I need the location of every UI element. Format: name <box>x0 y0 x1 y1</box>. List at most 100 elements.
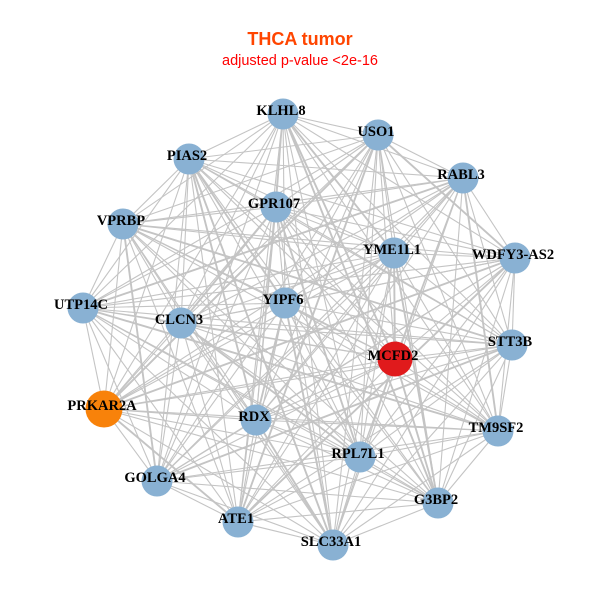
edge-PRKAR2A-G3BP2 <box>103 408 439 504</box>
edge-GOLGA4-G3BP2 <box>156 480 439 504</box>
node-GPR107[interactable] <box>260 191 292 223</box>
edge-PIAS2-RABL3 <box>188 158 464 179</box>
edge-KLHL8-STT3B <box>282 113 513 346</box>
edge-VPRBP-UTP14C <box>82 223 124 309</box>
edge-STT3B-G3BP2 <box>437 344 513 504</box>
edge-WDFY3-AS2-UTP14C <box>82 257 516 309</box>
node-USO1[interactable] <box>362 119 394 151</box>
edge-GPR107-PRKAR2A <box>103 206 277 410</box>
edge-GPR107-G3BP2 <box>275 206 439 504</box>
node-PIAS2[interactable] <box>173 143 205 175</box>
edge-RABL3-WDFY3-AS2 <box>462 177 516 259</box>
edge-KLHL8-YME1L1 <box>282 113 395 254</box>
node-KLHL8[interactable] <box>267 98 299 130</box>
node-YME1L1[interactable] <box>378 237 410 269</box>
node-SLC33A1[interactable] <box>317 529 349 561</box>
edge-PIAS2-YME1L1 <box>188 158 395 254</box>
edge-STT3B-MCFD2 <box>394 344 513 360</box>
edge-G3BP2-ATE1 <box>237 502 439 523</box>
node-WDFY3-AS2[interactable] <box>499 242 531 274</box>
edge-YME1L1-WDFY3-AS2 <box>393 252 516 259</box>
edge-STT3B-GOLGA4 <box>156 344 513 482</box>
edge-YIPF6-GOLGA4 <box>156 302 286 482</box>
edge-MCFD2-PRKAR2A <box>103 358 396 410</box>
edge-PIAS2-UTP14C <box>82 158 190 309</box>
edge-PRKAR2A-TM9SF2 <box>103 408 499 432</box>
edge-RABL3-YME1L1 <box>393 177 464 254</box>
edge-CLCN3-PRKAR2A <box>103 322 182 410</box>
edge-USO1-RABL3 <box>377 134 464 179</box>
edge-KLHL8-UTP14C <box>82 113 284 309</box>
edge-CLCN3-MCFD2 <box>180 322 396 360</box>
edge-YIPF6-SLC33A1 <box>284 302 334 546</box>
edge-USO1-VPRBP <box>122 134 379 225</box>
edge-MCFD2-G3BP2 <box>394 358 439 504</box>
edge-PIAS2-WDFY3-AS2 <box>188 158 516 259</box>
edge-GPR107-VPRBP <box>122 206 277 225</box>
node-RABL3[interactable] <box>447 162 479 194</box>
edge-KLHL8-PIAS2 <box>188 113 284 160</box>
edge-CLCN3-RPL7L1 <box>180 322 361 458</box>
edge-YME1L1-MCFD2 <box>393 252 396 360</box>
node-CLCN3[interactable] <box>165 307 197 339</box>
edge-YME1L1-RPL7L1 <box>359 252 395 458</box>
edge-STT3B-RDX <box>255 344 513 421</box>
node-UTP14C[interactable] <box>67 292 99 324</box>
edge-KLHL8-USO1 <box>282 113 379 136</box>
node-RDX[interactable] <box>240 404 272 436</box>
edge-RDX-TM9SF2 <box>255 419 499 432</box>
node-VPRBP[interactable] <box>107 208 139 240</box>
edge-YME1L1-UTP14C <box>82 252 395 309</box>
edge-CLCN3-RDX <box>180 322 257 421</box>
edge-GPR107-SLC33A1 <box>275 206 334 546</box>
edge-YIPF6-RDX <box>255 302 286 421</box>
edge-YIPF6-CLCN3 <box>180 302 286 324</box>
edge-UTP14C-SLC33A1 <box>82 307 334 546</box>
nodes-layer <box>67 98 531 561</box>
edge-GPR107-GOLGA4 <box>156 206 277 482</box>
edge-USO1-TM9SF2 <box>377 134 499 432</box>
edge-PIAS2-MCFD2 <box>188 158 396 360</box>
edge-TM9SF2-SLC33A1 <box>332 430 499 546</box>
edge-PRKAR2A-SLC33A1 <box>103 408 334 546</box>
edge-MCFD2-ATE1 <box>237 358 396 523</box>
edge-RABL3-VPRBP <box>122 177 464 225</box>
node-ATE1[interactable] <box>222 506 254 538</box>
edges-layer <box>82 113 516 546</box>
edge-VPRBP-G3BP2 <box>122 223 439 504</box>
edge-YIPF6-PRKAR2A <box>103 302 286 410</box>
edge-ATE1-SLC33A1 <box>237 521 334 546</box>
edge-UTP14C-RDX <box>82 307 257 421</box>
edge-G3BP2-SLC33A1 <box>332 502 439 546</box>
edge-PIAS2-ATE1 <box>188 158 239 523</box>
edge-MCFD2-RDX <box>255 358 396 421</box>
edge-CLCN3-TM9SF2 <box>180 322 499 432</box>
edge-WDFY3-AS2-PRKAR2A <box>103 257 516 410</box>
edge-GPR107-YIPF6 <box>275 206 286 304</box>
node-STT3B[interactable] <box>496 329 528 361</box>
edge-TM9SF2-GOLGA4 <box>156 430 499 482</box>
edge-UTP14C-ATE1 <box>82 307 239 523</box>
edge-VPRBP-WDFY3-AS2 <box>122 223 516 259</box>
edge-USO1-PIAS2 <box>188 134 379 160</box>
node-GOLGA4[interactable] <box>141 465 173 497</box>
edge-VPRBP-GOLGA4 <box>122 223 158 482</box>
edge-YME1L1-TM9SF2 <box>393 252 499 432</box>
edge-RABL3-YIPF6 <box>284 177 464 304</box>
edge-YME1L1-STT3B <box>393 252 513 346</box>
edge-USO1-ATE1 <box>237 134 379 523</box>
edge-KLHL8-G3BP2 <box>282 113 439 504</box>
node-PRKAR2A[interactable] <box>85 390 123 428</box>
edge-YME1L1-G3BP2 <box>393 252 439 504</box>
edge-UTP14C-TM9SF2 <box>82 307 499 432</box>
node-TM9SF2[interactable] <box>482 415 514 447</box>
edge-PIAS2-CLCN3 <box>180 158 190 324</box>
node-G3BP2[interactable] <box>422 487 454 519</box>
edge-USO1-GOLGA4 <box>156 134 379 482</box>
edge-WDFY3-AS2-MCFD2 <box>394 257 516 360</box>
node-YIPF6[interactable] <box>269 287 301 319</box>
edge-VPRBP-STT3B <box>122 223 513 346</box>
node-MCFD2[interactable] <box>377 341 413 377</box>
node-RPL7L1[interactable] <box>344 441 376 473</box>
edge-UTP14C-STT3B <box>82 307 513 346</box>
